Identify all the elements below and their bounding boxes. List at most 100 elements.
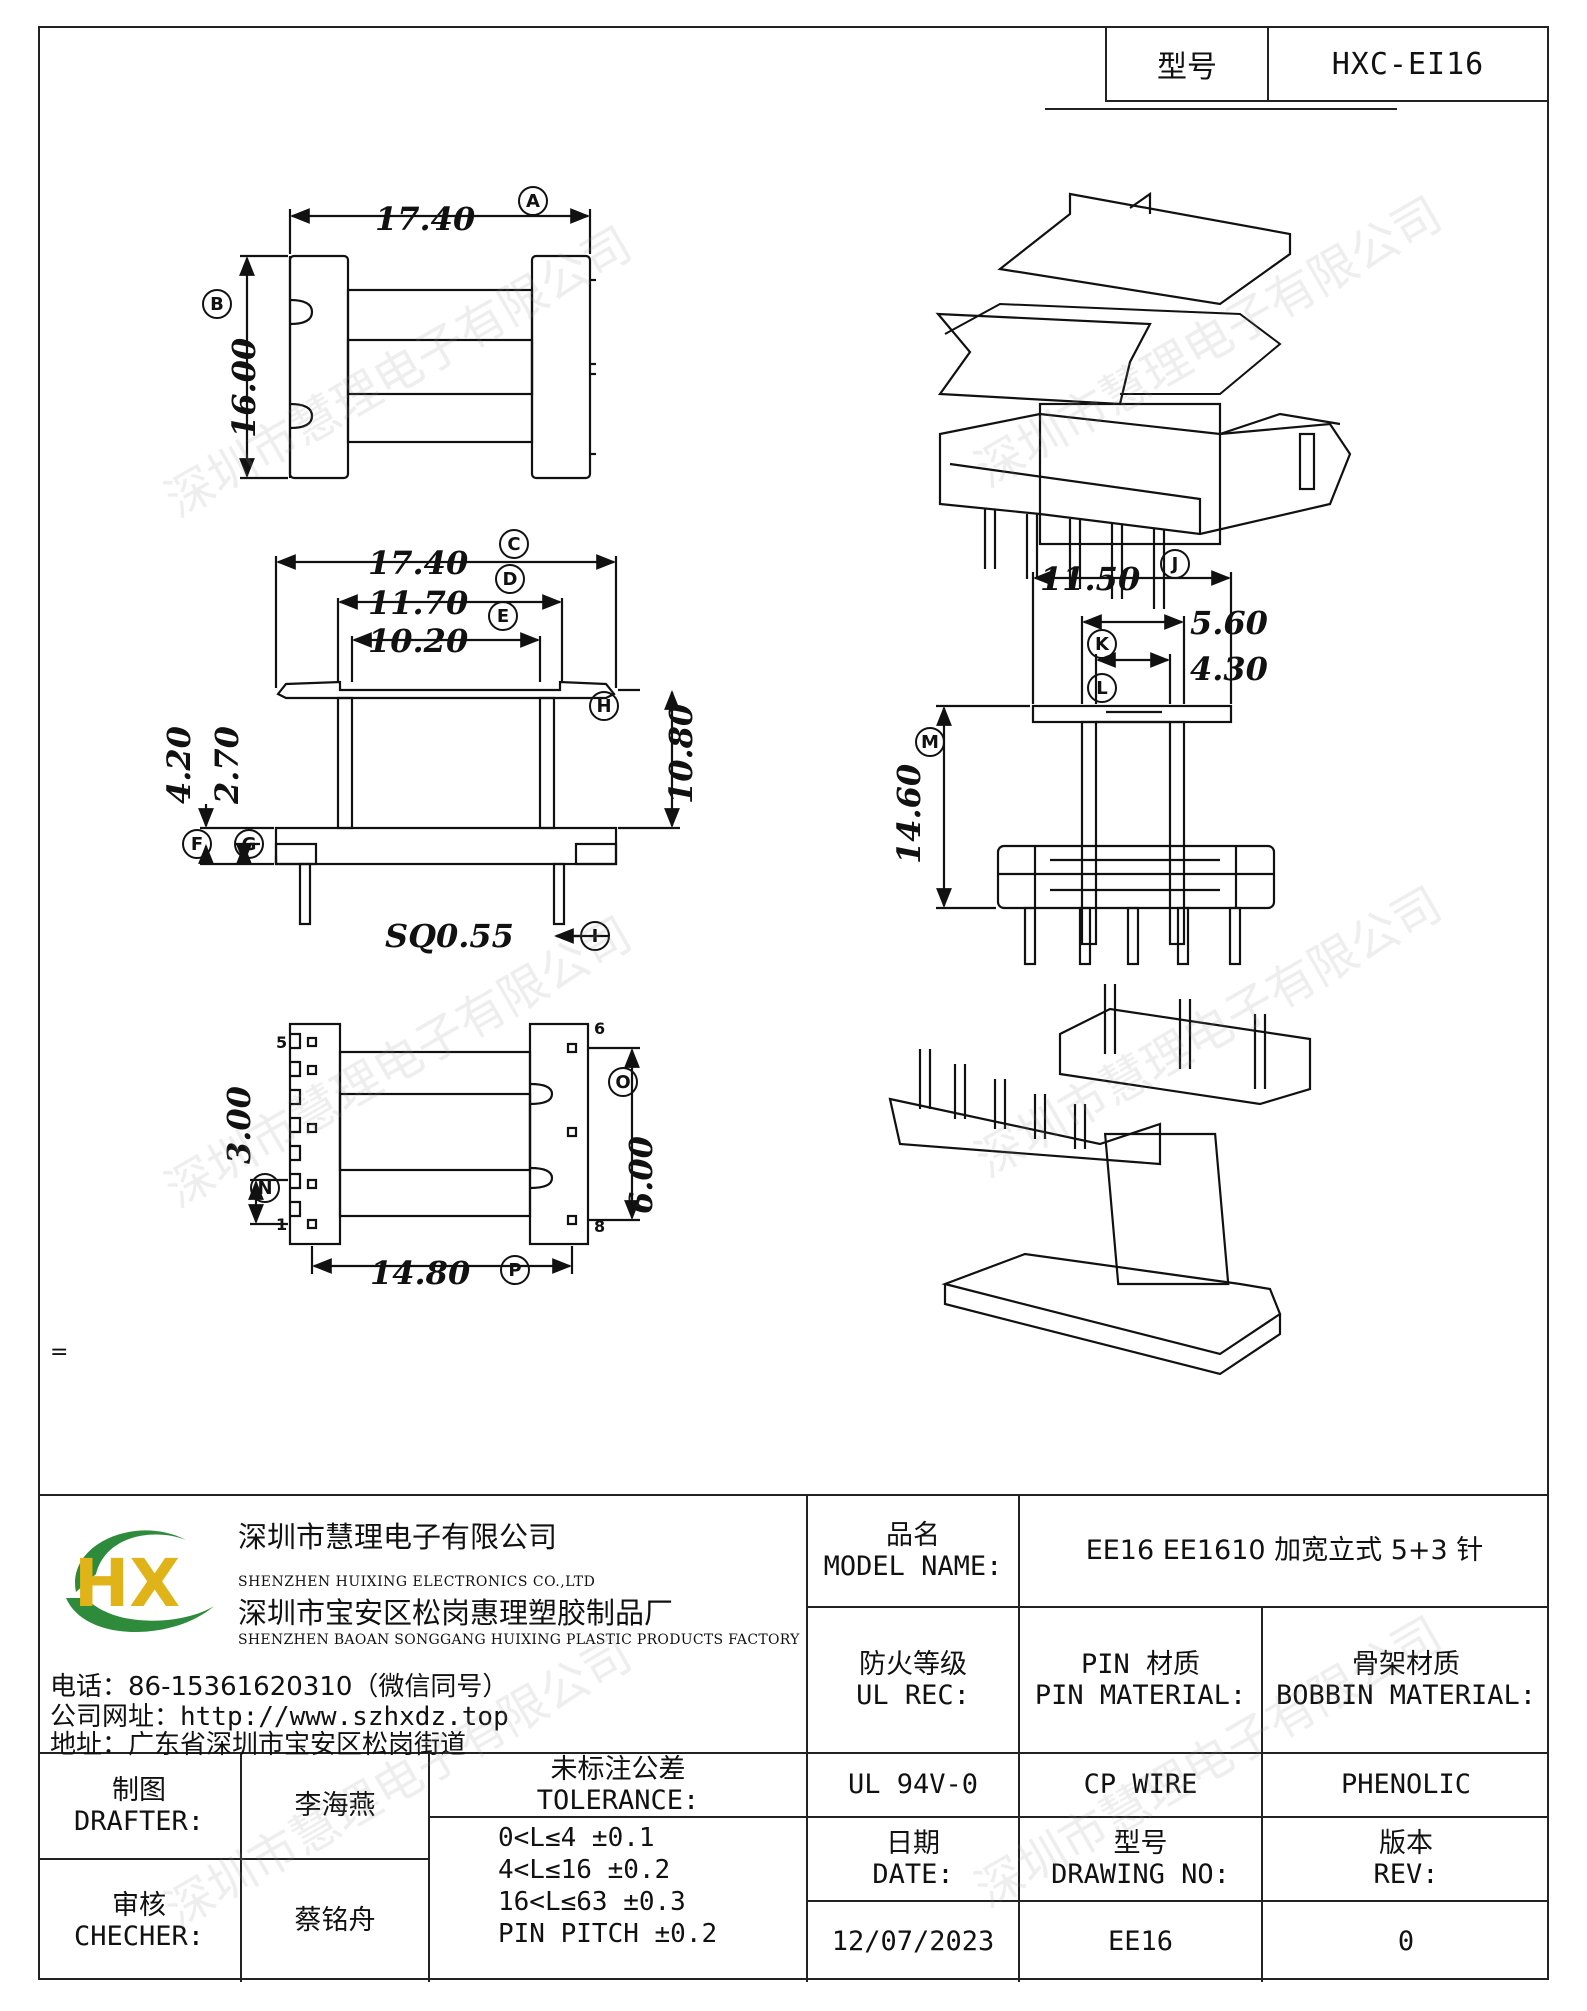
technical-drawing: 17.40 16.00 17.40 11.70 10.20 10.80 4.20… [160, 186, 1352, 1376]
model-header-box: 型号 HXC-EI16 [1105, 26, 1549, 102]
drawing-no-value: EE16 [1107, 1926, 1174, 1958]
rev-label: 版本 REV: [1263, 1818, 1549, 1900]
label-G: G [242, 834, 257, 855]
bobbin-material-label-cn: 骨架材质 [1352, 1648, 1460, 1680]
label-E: E [497, 606, 509, 627]
dim-B-value: 16.00 [225, 338, 263, 438]
checker-value: 蔡铭舟 [294, 1905, 376, 1937]
label-L: L [1096, 678, 1107, 699]
tolerance-label: 未标注公差 TOLERANCE: [430, 1754, 806, 1816]
model-name-label-cn: 品名 [886, 1519, 940, 1551]
date-value: 12/07/2023 [831, 1926, 995, 1958]
pin-material-label-cn: PIN 材质 [1080, 1648, 1201, 1680]
label-A: A [526, 191, 540, 212]
model-name-value: EE16 EE1610 加宽立式 5+3 针 [1020, 1496, 1549, 1606]
dim-I-value: SQ0.55 [385, 917, 514, 955]
factory-name-en: SHENZHEN BAOAN SONGGANG HUIXING PLASTIC … [238, 1632, 800, 1648]
dim-C-value: 17.40 [368, 544, 468, 582]
company-info: HX 深圳市慧理电子有限公司 SHENZHEN HUIXING ELECTRON… [38, 1496, 806, 1760]
rev-value: 0 [1397, 1926, 1415, 1958]
drawing-frame [38, 26, 1549, 1980]
model-name-value-text: EE16 EE1610 加宽立式 5+3 针 [1085, 1535, 1484, 1567]
pin-5-label: 5 [276, 1033, 287, 1052]
tolerance-label-cn: 未标注公差 [550, 1753, 686, 1785]
drafter-label: 制图 DRAFTER: [38, 1754, 240, 1858]
dim-D-value: 11.70 [368, 584, 468, 622]
dim-H-value: 10.80 [662, 704, 700, 804]
dim-O-value: 6.00 [622, 1136, 660, 1214]
label-J: J [1170, 554, 1179, 575]
top-view [239, 208, 596, 480]
checker-label-en: CHECHER: [73, 1921, 205, 1952]
label-D: D [503, 569, 518, 590]
drafter-label-en: DRAFTER: [73, 1806, 205, 1837]
header-underline [1045, 108, 1397, 110]
bobbin-material-label-en: BOBBIN MATERIAL: [1275, 1680, 1537, 1711]
ul-rec-label: 防火等级 UL REC: [808, 1608, 1018, 1752]
model-header-value: HXC-EI16 [1331, 46, 1485, 82]
drawing-no-label-en: DRAWING NO: [1051, 1859, 1230, 1890]
dim-J-value: 11.50 [1040, 560, 1140, 598]
bobbin-material-label: 骨架材质 BOBBIN MATERIAL: [1263, 1608, 1549, 1752]
label-H: H [596, 696, 611, 717]
dim-M-value: 14.60 [890, 764, 928, 864]
drafter-value: 李海燕 [294, 1790, 376, 1822]
checker-label-cn: 审核 [112, 1889, 166, 1921]
factory-name-cn: 深圳市宝安区松岗惠理塑胶制品厂 [238, 1596, 674, 1630]
company-address: 地址：广东省深圳市宝安区松岗街道 [50, 1730, 467, 1760]
company-phone: 电话：86-15361620310（微信同号） [50, 1672, 509, 1702]
label-O: O [615, 1072, 630, 1093]
company-website: 公司网址：http://www.szhxdz.top [50, 1702, 509, 1732]
company-name-en: SHENZHEN HUIXING ELECTRONICS CO.,LTD [238, 1574, 596, 1590]
pin-8-label: 8 [594, 1217, 605, 1236]
checker-label: 审核 CHECHER: [38, 1860, 240, 1982]
bottom-view [248, 1022, 640, 1274]
model-name-label: 品名 MODEL NAME: [808, 1496, 1018, 1606]
label-P: P [508, 1260, 521, 1281]
tolerance-line: 4<L≤16 ±0.2 [498, 1855, 671, 1885]
logo-text: HX [74, 1545, 180, 1622]
label-B: B [210, 294, 224, 315]
label-C: C [507, 534, 520, 555]
model-name-label-en: MODEL NAME: [823, 1551, 1003, 1582]
side-view [198, 554, 680, 944]
rev-label-cn: 版本 [1379, 1827, 1433, 1859]
dim-E-value: 10.20 [368, 622, 468, 660]
dim-G-value: 2.70 [208, 726, 246, 805]
label-N: N [257, 1178, 272, 1199]
ul-rec-value: UL 94V-0 [847, 1769, 979, 1801]
drawing-no-label-cn: 型号 [1113, 1827, 1168, 1859]
tolerance-label-en: TOLERANCE: [536, 1785, 700, 1816]
label-I: I [592, 926, 599, 947]
label-K: K [1095, 634, 1110, 655]
dim-P-value: 14.80 [370, 1254, 470, 1292]
label-F: F [191, 834, 203, 855]
pin-material-label: PIN 材质 PIN MATERIAL: [1020, 1608, 1261, 1752]
label-M: M [921, 732, 939, 753]
dim-F-value: 4.20 [160, 726, 198, 804]
dim-K-value: 5.60 [1190, 604, 1268, 642]
date-label-cn: 日期 [886, 1827, 940, 1859]
model-header-label: 型号 [1107, 28, 1269, 100]
tolerance-line: PIN PITCH ±0.2 [498, 1919, 718, 1949]
tolerance-line: 0<L≤4 ±0.1 [498, 1823, 655, 1853]
pin-material-label-en: PIN MATERIAL: [1034, 1680, 1247, 1711]
front-view [936, 570, 1276, 966]
equals-mark: = [50, 1340, 69, 1365]
tolerance-line: 16<L≤63 ±0.3 [498, 1887, 686, 1917]
isometric-view-bottom [888, 984, 1312, 1376]
dim-L-value: 4.30 [1190, 650, 1268, 688]
bobbin-material-value: PHENOLIC [1340, 1769, 1472, 1801]
title-block: HX 深圳市慧理电子有限公司 SHENZHEN HUIXING ELECTRON… [38, 1494, 1549, 1982]
company-name-cn: 深圳市慧理电子有限公司 [238, 1520, 558, 1554]
drawing-no-label: 型号 DRAWING NO: [1020, 1818, 1261, 1900]
drafter-label-cn: 制图 [112, 1774, 166, 1806]
date-label-en: DATE: [872, 1859, 954, 1890]
tolerance-list: 0<L≤4 ±0.1 4<L≤16 ±0.2 16<L≤63 ±0.3 PIN … [498, 1822, 717, 1950]
rev-label-en: REV: [1373, 1859, 1439, 1890]
ul-rec-label-en: UL REC: [856, 1680, 970, 1711]
ul-rec-label-cn: 防火等级 [859, 1648, 967, 1680]
pin-material-value: CP WIRE [1083, 1769, 1198, 1801]
isometric-view-top [935, 191, 1352, 609]
pin-6-label: 6 [594, 1019, 605, 1038]
